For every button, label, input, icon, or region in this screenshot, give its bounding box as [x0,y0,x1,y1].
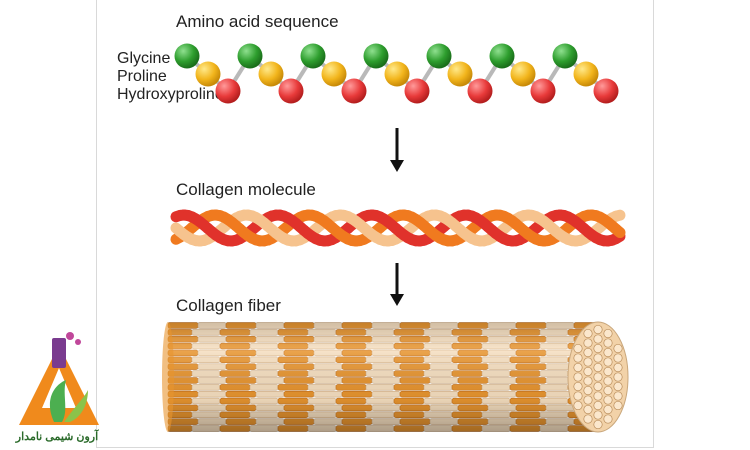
hydroxyproline-residue [467,78,493,104]
fibril-end [593,381,603,392]
fibril-end [583,328,593,339]
proline-residue [321,61,347,87]
fibril-end [593,391,603,401]
hydroxyproline-residue [404,78,430,104]
fiber-title: Collagen fiber [176,296,281,315]
proline-residue [384,61,410,87]
fibril-end [603,376,613,386]
fibril-end [583,404,593,415]
hydroxyproline-residue [278,78,304,104]
helix-strand-peach [266,224,282,239]
proline-residue [447,61,473,87]
amino-acid-chain [174,43,619,104]
helix-strand-peach [546,222,562,237]
fibril-end [583,338,593,348]
hydroxyproline-residue [593,78,619,104]
fibril-end [583,366,593,377]
fibril-end [593,343,603,354]
hydroxyproline-residue [341,78,367,104]
glycine-residue [363,43,389,69]
proline-residue [510,61,536,87]
fibril-end [573,381,583,392]
glycine-residue [426,43,452,69]
glycine-residue [300,43,326,69]
helix-strand-red [482,221,498,236]
glycine-residue [489,43,515,69]
hydroxyproline-residue [215,78,241,104]
brand-logo-text: آرون شیمی نامدار [15,431,99,443]
helix-strand-red [294,221,310,236]
fibril-end [593,410,603,420]
fibril-end [583,376,593,386]
helix-strand-red [578,223,594,238]
proline-residue [258,61,284,87]
fibril-end [613,362,623,373]
helix-strand-orange [514,221,530,237]
fibril-end [583,414,593,424]
fibril-end [613,343,623,354]
sequence-title: Amino acid sequence [176,12,339,31]
fibril-end [583,385,593,396]
fibril-end [573,372,583,382]
fibril-end [613,391,623,401]
fibril-end [613,372,623,382]
helix-strand-red [202,223,218,238]
fibril-end [593,324,603,335]
fibril-end [573,343,583,354]
fibril-end [593,419,603,430]
fibril-end [573,362,583,373]
fibril-end [593,334,603,344]
fibril-end [593,400,603,411]
fibril-end [583,347,593,358]
legend-proline: Proline [117,68,167,85]
glycine-residue [552,43,578,69]
fibril-end [593,353,603,363]
helix-strand-peach [170,222,186,237]
helix-strand-peach [454,224,470,239]
helix-strand-orange [326,221,342,237]
helix-strand-orange [422,223,438,239]
brand-logo [19,332,99,425]
glycine-residue [237,43,263,69]
fibril-end [583,395,593,405]
fibril-end [613,381,623,392]
helix-strand-orange [234,223,250,239]
helix-strand-peach [610,209,626,222]
fibril-end [573,353,583,363]
fibril-end [573,400,583,411]
proline-residue [573,61,599,87]
arrow-down-2 [390,263,404,306]
fibril-end [603,414,613,424]
fibril-end [603,338,613,348]
collagen-fiber [162,321,629,433]
fibril-end [603,385,613,396]
fiber-left-end [162,322,174,432]
fibril-end [603,357,613,367]
fibril-end [573,391,583,401]
legend-glycine: Glycine [117,50,171,67]
glycine-residue [174,43,200,69]
fiber-shading [168,322,598,432]
helix-strand-orange [610,223,626,239]
diagram-frame [96,0,654,448]
fibril-end [603,347,613,358]
fibril-end [603,366,613,377]
fibril-end [603,328,613,339]
arrow-down-1 [390,128,404,172]
fibril-end [583,357,593,367]
helix-strand-red [390,223,406,238]
hydroxyproline-residue [530,78,556,104]
legend-hydroxyproline: Hydroxyproline [117,86,224,103]
fibril-end [593,362,603,373]
proline-residue [195,61,221,87]
fibril-end [603,395,613,405]
helix-strand-peach [358,222,374,237]
fibril-end [603,404,613,415]
molecule-title: Collagen molecule [176,180,316,199]
fibril-end [613,400,623,411]
collagen-triple-helix [170,209,626,247]
fibril-end [593,372,603,382]
fibril-end [613,353,623,363]
